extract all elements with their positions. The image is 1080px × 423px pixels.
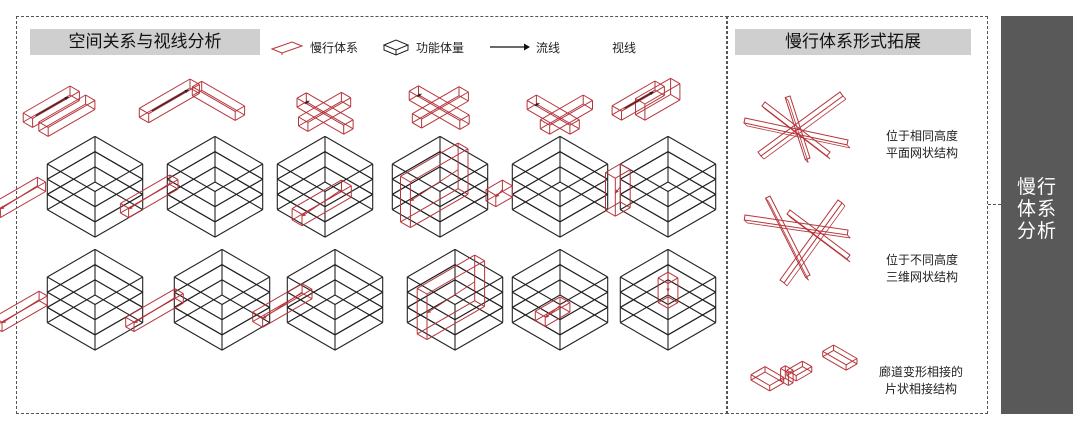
volume-diagram-2 xyxy=(120,136,262,237)
volume-diagram-10 xyxy=(407,249,502,350)
extension-desc-1: 位于相同高度 平面网状结构 xyxy=(872,128,972,162)
legend-slow-system-label: 慢行体系 xyxy=(310,40,359,55)
extension-desc-2-line2: 三维网状结构 xyxy=(885,270,958,284)
slow-system-icon xyxy=(270,41,304,55)
corridor-diagram-1 xyxy=(23,86,95,136)
volume-diagram-5 xyxy=(486,136,608,237)
extension-3d-grid xyxy=(744,196,850,286)
volume-diagram-6 xyxy=(606,136,716,237)
extension-desc-1-line2: 平面网状结构 xyxy=(885,146,958,160)
volume-diagram-1 xyxy=(0,136,143,237)
extension-desc-2: 位于不同高度 三维网状结构 xyxy=(872,252,972,286)
legend-sight-line-label: 视线 xyxy=(612,40,637,55)
extension-desc-2-line1: 位于不同高度 xyxy=(885,253,958,267)
volume-diagram-8 xyxy=(126,249,270,350)
extension-sheet-connection xyxy=(751,345,857,391)
extension-desc-1-line1: 位于相同高度 xyxy=(885,129,958,143)
volume-diagram-4 xyxy=(392,136,487,237)
dashed-connector xyxy=(988,204,1001,205)
volume-diagram-7 xyxy=(0,249,143,350)
volume-diagram-11 xyxy=(512,249,607,350)
form-extension-panel xyxy=(726,16,988,414)
function-volume-icon xyxy=(382,39,410,56)
legend-slow-system: 慢行体系 xyxy=(270,36,358,58)
extension-desc-3-line2: 片状相接结构 xyxy=(884,382,957,396)
sidebar-label-line1: 慢行 xyxy=(1016,176,1057,198)
legend-flow-line: 流线 xyxy=(490,36,560,58)
spatial-analysis-title: 空间关系与视线分析 xyxy=(30,29,260,55)
legend-function-volume-label: 功能体量 xyxy=(416,40,465,55)
volume-diagram-9 xyxy=(253,249,383,350)
volume-diagram-3 xyxy=(277,136,372,237)
corridor-diagram-2 xyxy=(139,79,244,123)
extension-desc-3: 廊道变形相接的 片状相接结构 xyxy=(866,364,976,398)
extension-planar-grid xyxy=(744,92,850,163)
arrow-right-icon xyxy=(490,43,530,51)
sidebar-label-line2: 体系 xyxy=(1016,198,1057,220)
spatial-analysis-panel xyxy=(16,16,728,414)
corridor-diagram-4 xyxy=(409,86,469,130)
legend-flow-line-label: 流线 xyxy=(536,40,561,55)
legend-sight-line: 视线 xyxy=(612,36,636,58)
corridor-diagram-5 xyxy=(527,95,592,134)
corridor-diagram-3 xyxy=(297,92,353,134)
section-sidebar: 慢行 体系 分析 xyxy=(1001,16,1073,414)
sidebar-label-line3: 分析 xyxy=(1016,220,1057,242)
legend-function-volume: 功能体量 xyxy=(382,36,464,58)
volume-diagram-12 xyxy=(620,249,715,350)
sidebar-label: 慢行 体系 分析 xyxy=(1001,176,1073,242)
corridor-diagram-6 xyxy=(612,78,680,120)
form-extension-title: 慢行体系形式拓展 xyxy=(735,29,971,55)
extension-desc-3-line1: 廊道变形相接的 xyxy=(878,365,963,379)
